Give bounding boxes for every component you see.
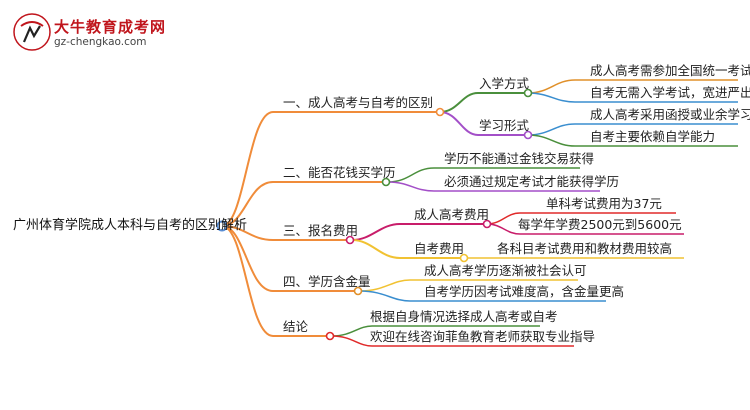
link-cg-1 xyxy=(486,212,676,225)
branch-1-label: 一、成人高考与自考的区别 xyxy=(283,95,434,110)
link-root-b3 xyxy=(221,225,350,241)
link-b1-rx xyxy=(439,92,525,113)
link-b2-2 xyxy=(387,181,600,192)
b1-xx-label: 学习形式 xyxy=(479,118,530,133)
b1-rx-label: 入学方式 xyxy=(479,76,530,91)
link-b3-zk xyxy=(351,239,462,259)
link-b4-2 xyxy=(359,290,606,302)
cg-node-dot xyxy=(482,219,492,229)
link-root-b4 xyxy=(221,225,358,292)
branch-4-label: 四、学历含金量 xyxy=(283,274,371,289)
b2-node-dot xyxy=(381,177,391,187)
b3-zk-label: 自考费用 xyxy=(414,241,465,256)
link-xx-2 xyxy=(527,134,738,147)
rx-leaf-1: 成人高考需参加全国统一考试 xyxy=(590,63,750,78)
site-logo: 大牛教育成考网 gz-chengkao.com xyxy=(12,12,202,52)
link-b2-1 xyxy=(387,167,580,183)
b4-leaf-2: 自考学历因考试难度高，含金量更高 xyxy=(424,284,625,299)
b4-node-dot xyxy=(353,286,363,296)
link-b4-1 xyxy=(359,279,578,292)
logo-title: 大牛教育成考网 xyxy=(54,18,167,36)
zk-node-dot xyxy=(459,253,469,263)
link-root-b2 xyxy=(221,181,385,227)
b2-leaf-2: 必须通过规定考试才能获得学历 xyxy=(444,174,620,189)
xx-leaf-2: 自考主要依赖自学能力 xyxy=(590,129,716,144)
link-cg-2 xyxy=(486,223,684,235)
b5-leaf-2: 欢迎在线咨询菲鱼教育老师获取专业指导 xyxy=(370,329,596,344)
logo-mark-icon xyxy=(13,13,51,51)
link-root-b1 xyxy=(221,111,440,227)
cg-leaf-2: 每学年学费2500元到5600元 xyxy=(518,217,682,232)
link-rx-2 xyxy=(527,92,738,103)
link-b1-xx xyxy=(439,111,525,136)
link-root-b5 xyxy=(221,225,330,337)
b4-leaf-1: 成人高考学历逐渐被社会认可 xyxy=(424,263,587,278)
xx-leaf-1: 成人高考采用函授或业余学习 xyxy=(590,107,750,122)
xx-node-dot xyxy=(523,130,533,140)
root-topic: 广州体育学院成人本科与自考的区别解析 xyxy=(13,218,248,233)
link-b3-cg xyxy=(351,223,484,241)
b2-leaf-1: 学历不能通过金钱交易获得 xyxy=(444,151,595,166)
branch-2-label: 二、能否花钱买学历 xyxy=(283,165,396,180)
zk-leaf-1: 各科目考试费用和教材费用较高 xyxy=(497,241,673,256)
root-node-dot xyxy=(216,220,228,232)
b5-node-dot xyxy=(325,331,335,341)
rx-leaf-2: 自考无需入学考试，宽进严出 xyxy=(590,85,750,100)
b3-cg-label: 成人高考费用 xyxy=(414,207,490,222)
link-rx-1 xyxy=(527,79,738,94)
b1-node-dot xyxy=(435,107,445,117)
link-xx-1 xyxy=(527,123,738,136)
logo-url: gz-chengkao.com xyxy=(54,36,147,48)
branch-3-label: 三、报名费用 xyxy=(283,223,359,238)
cg-leaf-1: 单科考试费用为37元 xyxy=(546,196,662,211)
rx-node-dot xyxy=(523,88,533,98)
b3-node-dot xyxy=(345,235,355,245)
link-b5-2 xyxy=(331,335,574,347)
branch-5-label: 结论 xyxy=(283,319,309,334)
b5-leaf-1: 根据自身情况选择成人高考或自考 xyxy=(370,309,558,324)
